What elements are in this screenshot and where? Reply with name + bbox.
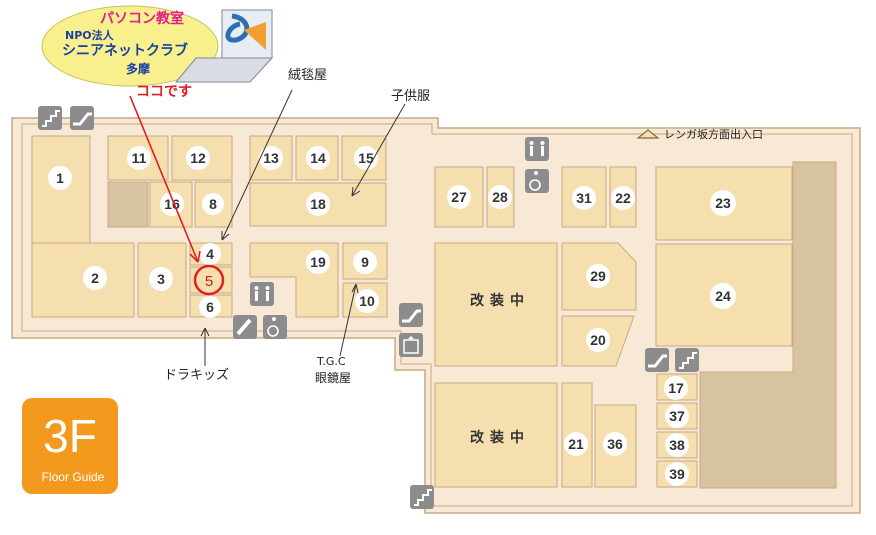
escalator-icon <box>70 106 94 130</box>
escalator-icon-2 <box>399 303 423 327</box>
dora-kids-label: ドラキッズ <box>164 368 230 383</box>
svg-text:18: 18 <box>310 196 326 212</box>
nursing-icon <box>233 315 257 339</box>
svg-text:23: 23 <box>715 195 731 211</box>
svg-text:10: 10 <box>359 293 375 309</box>
svg-text:12: 12 <box>190 150 206 166</box>
stairs-icon-3 <box>410 485 434 509</box>
glasses-label: 眼鏡屋 <box>315 371 352 385</box>
shop-2[interactable] <box>31 242 135 318</box>
svg-text:3: 3 <box>157 271 165 287</box>
restroom-icon <box>525 137 549 161</box>
svg-text:27: 27 <box>451 189 467 205</box>
highlight-circle <box>193 264 225 296</box>
svg-text:14: 14 <box>310 150 326 166</box>
back-area <box>699 161 837 489</box>
logo-line-1: パソコン教室 <box>100 11 184 27</box>
kids-clothes-label: 子供服 <box>391 89 431 104</box>
svg-text:15: 15 <box>358 150 374 166</box>
shop-numbers: 1 2 3 4 6 8 9 10 11 12 13 14 15 16 17 18… <box>48 146 736 486</box>
svg-text:19: 19 <box>310 254 326 270</box>
renovation-area-2 <box>434 382 558 488</box>
shop-16[interactable] <box>149 181 193 228</box>
stairs-icon-2 <box>675 348 699 372</box>
entrance-triangle-icon <box>636 129 660 139</box>
here-label: ココです <box>136 84 192 100</box>
logo-ellipse <box>41 5 219 87</box>
svg-text:29: 29 <box>590 268 606 284</box>
floor-number: 3F <box>43 410 97 462</box>
logo-line-4: 多摩 <box>126 62 151 76</box>
svg-text:24: 24 <box>715 288 731 304</box>
highlighted-shop-number: 5 <box>205 273 213 290</box>
svg-text:2: 2 <box>91 270 99 286</box>
renovation-area-1 <box>434 242 558 367</box>
entrance-label: レンガ坂方面出入口 <box>664 128 763 141</box>
svg-text:8: 8 <box>209 196 217 212</box>
escalator-icon-3 <box>645 348 669 372</box>
svg-text:1: 1 <box>56 170 64 186</box>
renovation-label-1: 改装中 <box>470 292 530 309</box>
floor-badge <box>22 398 118 494</box>
svg-text:39: 39 <box>669 466 685 482</box>
laptop-icon <box>174 9 274 83</box>
svg-text:4: 4 <box>206 246 214 262</box>
logo-line-3: シニアネットクラブ <box>62 43 188 59</box>
svg-text:37: 37 <box>669 408 685 424</box>
callout-arrows <box>129 89 406 366</box>
svg-text:38: 38 <box>669 437 685 453</box>
stairs-icon <box>38 106 62 130</box>
wheelchair-icon <box>525 169 549 193</box>
svg-text:11: 11 <box>132 150 147 166</box>
elevator-icon <box>399 333 423 357</box>
svg-text:17: 17 <box>668 380 684 396</box>
svg-text:20: 20 <box>590 332 606 348</box>
svg-text:6: 6 <box>206 299 214 315</box>
svg-text:31: 31 <box>576 190 592 206</box>
svg-text:28: 28 <box>492 189 508 205</box>
tgc-label: T.G.C <box>317 355 346 368</box>
svg-text:21: 21 <box>568 436 584 452</box>
svg-text:13: 13 <box>263 150 279 166</box>
svg-text:36: 36 <box>607 436 623 452</box>
floor-guide-caption: Floor Guide <box>42 470 105 484</box>
svg-text:22: 22 <box>615 190 631 206</box>
restroom-icon-2 <box>250 282 274 306</box>
logo-line-2: NPO法人 <box>65 29 114 42</box>
wheelchair-icon-2 <box>263 315 287 339</box>
svg-text:9: 9 <box>361 254 369 270</box>
renovation-label-2: 改装中 <box>470 429 530 446</box>
carpet-shop-label: 絨毯屋 <box>288 68 328 83</box>
